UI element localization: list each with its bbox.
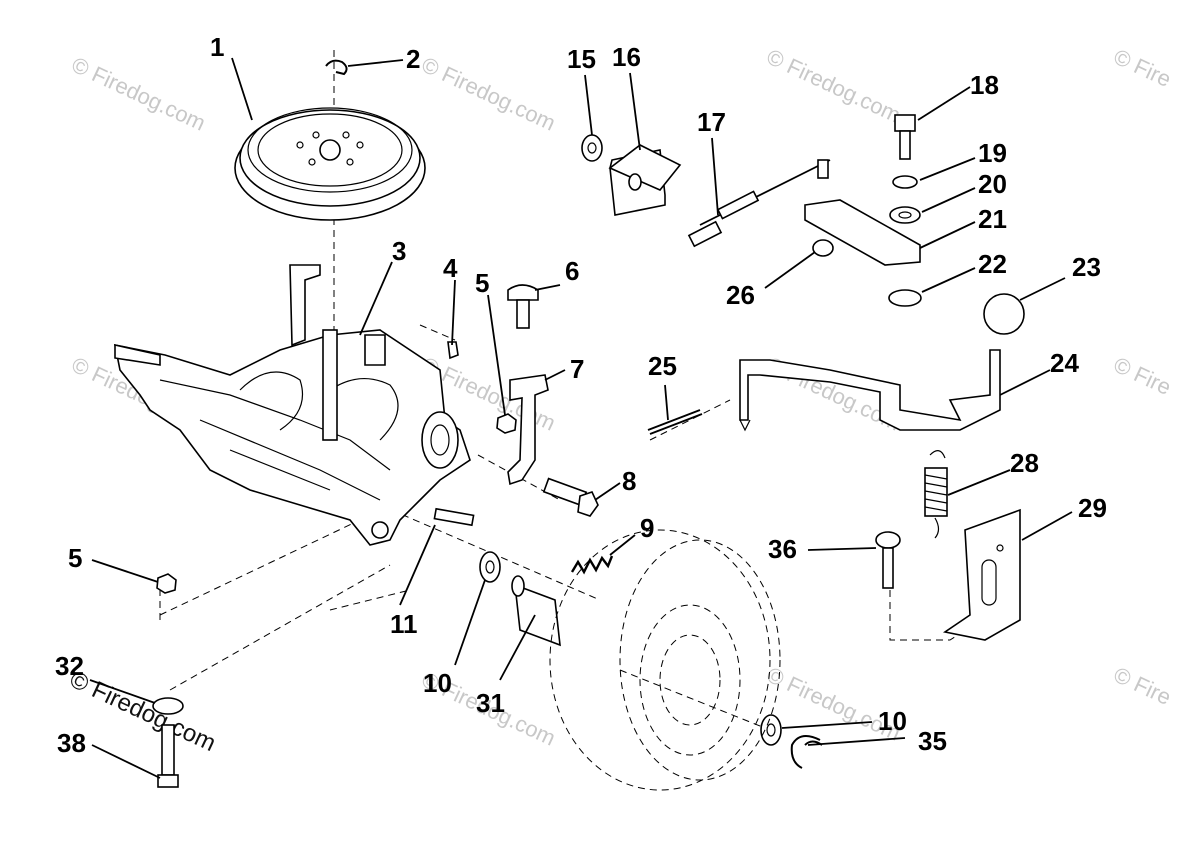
callout-35: 35 — [918, 726, 947, 756]
shift-bracket — [507, 374, 549, 486]
callout-8: 8 — [622, 466, 636, 496]
callout-22: 22 — [978, 249, 1007, 279]
bushing — [812, 239, 834, 257]
spring — [570, 555, 614, 575]
callout-5: 5 — [68, 543, 82, 573]
callout-4: 4 — [443, 253, 458, 283]
callout-19: 19 — [978, 138, 1007, 168]
callout-10: 10 — [423, 668, 452, 698]
control-rod — [687, 159, 831, 248]
square-washer — [888, 289, 922, 307]
lever-bracket — [942, 508, 1021, 641]
watermark: © Fire — [1110, 662, 1175, 710]
callout-32: 32 — [55, 651, 84, 681]
callout-10: 10 — [878, 706, 907, 736]
callout-38: 38 — [57, 728, 86, 758]
bracket-washer — [581, 134, 603, 162]
cotter-pin — [647, 409, 703, 435]
callout-9: 9 — [640, 513, 654, 543]
lever-plate — [804, 199, 921, 266]
watermark: © Fire — [1110, 44, 1175, 92]
hex-nut — [496, 413, 517, 434]
watermark: © Firedog.com — [68, 52, 210, 136]
callout-24: 24 — [1050, 348, 1079, 378]
flat-washer — [152, 697, 184, 715]
leader-lines — [89, 57, 1073, 779]
axle-key — [433, 507, 475, 527]
mounting-bracket — [608, 144, 682, 216]
callout-28: 28 — [1010, 448, 1039, 478]
callout-5: 5 — [475, 268, 489, 298]
callout-18: 18 — [970, 70, 999, 100]
callout-16: 16 — [612, 42, 641, 72]
watermark: © Firedog.com — [418, 52, 560, 136]
callout-11: 11 — [390, 609, 418, 639]
pulley — [234, 107, 426, 221]
callout-26: 26 — [726, 280, 755, 310]
flat-washer — [889, 206, 921, 224]
wheel-dashed — [549, 529, 781, 791]
callout-2: 2 — [406, 44, 420, 74]
watermark: © Firedog.com — [65, 666, 219, 757]
shift-knob — [983, 293, 1025, 335]
carriage-bolt — [507, 284, 539, 329]
e-clip — [790, 735, 823, 769]
flat-washer — [479, 551, 501, 583]
callout-21: 21 — [978, 204, 1007, 234]
hex-bolt-lower — [157, 724, 179, 788]
callout-23: 23 — [1072, 252, 1101, 282]
watermark: © Fire — [1110, 352, 1175, 400]
spacer-tube — [511, 575, 561, 647]
hex-nut — [156, 573, 177, 594]
callout-17: 17 — [697, 107, 726, 137]
callout-6: 6 — [565, 256, 579, 286]
flat-washer — [760, 714, 782, 746]
callout-25: 25 — [648, 351, 677, 381]
shift-lever — [739, 349, 1001, 431]
assembly-lines — [159, 50, 991, 731]
extension-spring — [924, 450, 948, 539]
callout-29: 29 — [1078, 493, 1107, 523]
callout-20: 20 — [978, 169, 1007, 199]
callout-36: 36 — [768, 534, 797, 564]
callout-1: 1 — [210, 32, 224, 62]
transaxle — [113, 264, 471, 546]
callout-15: 15 — [567, 44, 596, 74]
hex-bolt — [542, 477, 599, 517]
hex-screw — [875, 531, 901, 589]
watermark: © Firedog.com — [763, 44, 905, 128]
retaining-clip — [325, 59, 348, 76]
key — [447, 341, 459, 360]
callout-3: 3 — [392, 236, 406, 266]
callouts: 1 2 3 4 5 6 7 8 9 10 11 5 31 15 16 17 18… — [55, 32, 1107, 758]
shoulder-bolt — [894, 114, 916, 160]
callout-7: 7 — [570, 354, 584, 384]
callout-31: 31 — [476, 688, 505, 718]
lock-washer — [892, 175, 918, 189]
